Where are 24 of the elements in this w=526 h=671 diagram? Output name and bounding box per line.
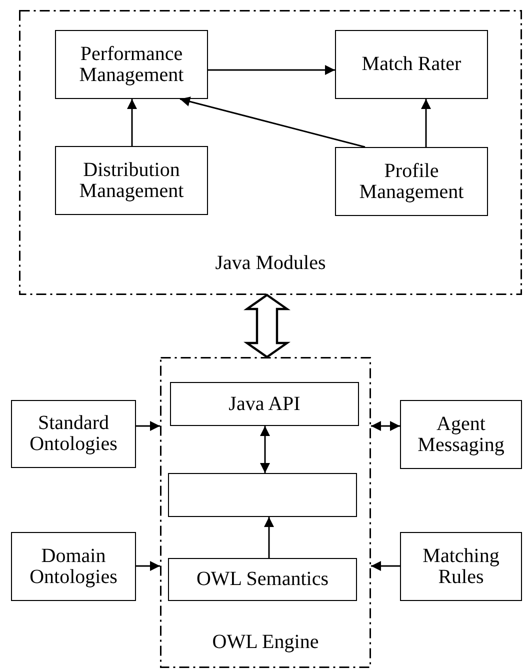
group-title: Java Modules [214, 252, 327, 275]
group-title: OWL Engine [211, 631, 320, 654]
process-box: OWL Semantics [168, 558, 357, 601]
process-box: Profile Management [335, 147, 488, 216]
arrow [371, 421, 400, 431]
process-box: Distribution Management [55, 146, 208, 215]
process-box: Matching Rules [400, 532, 522, 601]
arrow [127, 99, 137, 146]
arrow [421, 99, 431, 147]
arrow [208, 65, 335, 75]
process-box: Domain Ontologies [11, 532, 136, 601]
arrow [260, 426, 270, 473]
arrow [180, 96, 366, 148]
process-box: Match Rater [335, 30, 488, 99]
process-box: Agent Messaging [400, 400, 522, 469]
arrow [264, 517, 274, 558]
process-box: Standard Ontologies [11, 400, 136, 468]
hollow-double-arrow [244, 294, 290, 358]
arrow [136, 421, 160, 431]
process-box: Performance Management [55, 30, 208, 99]
empty-box [168, 473, 357, 517]
arrow [136, 561, 160, 571]
arrow [371, 561, 400, 571]
process-box: Java API [170, 382, 359, 426]
